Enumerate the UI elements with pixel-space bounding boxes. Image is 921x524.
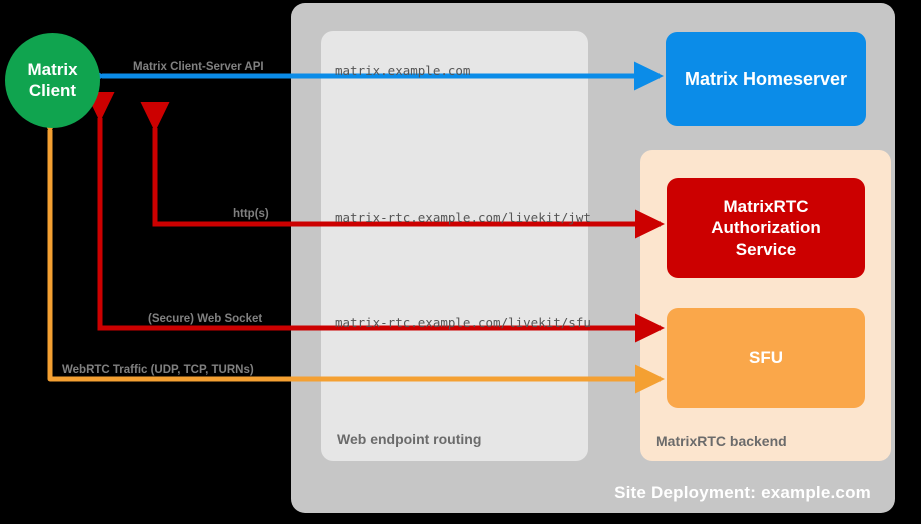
sfu-node[interactable]: SFU	[667, 308, 865, 408]
connection-label-secure-web-socket: (Secure) Web Socket	[148, 313, 263, 325]
connection-label-matrix-client-server-api: Matrix Client-Server API	[133, 61, 264, 73]
connection-label-webrtc-traffic: WebRTC Traffic (UDP, TCP, TURNs)	[62, 364, 254, 376]
matrix-client-node[interactable]: Matrix Client	[5, 33, 100, 128]
matrix-homeserver-label: Matrix Homeserver	[684, 68, 848, 89]
site-deployment-label: Site Deployment: example.com	[614, 483, 871, 502]
web-endpoint-routing-label: Web endpoint routing	[337, 431, 482, 447]
endpoint-url-livekit-jwt: matrix-rtc.example.com/livekit/jwt	[335, 210, 591, 225]
matrixrtc-backend-label: MatrixRTC backend	[656, 433, 787, 449]
matrix-homeserver-node[interactable]: Matrix Homeserver	[666, 32, 866, 126]
auth-label-line3: Service	[735, 239, 797, 259]
arrow-webrtc-traffic	[35, 104, 666, 394]
endpoint-url-livekit-sfu: matrix-rtc.example.com/livekit/sfu	[335, 315, 591, 330]
sfu-label: SFU	[749, 348, 783, 368]
auth-label-line2: Authorization	[711, 218, 821, 238]
auth-label-line1: MatrixRTC	[723, 197, 809, 217]
matrix-client-label-line2: Client	[28, 80, 77, 100]
matrix-client-label-line1: Matrix	[27, 60, 78, 80]
matrixrtc-authorization-service-node[interactable]: MatrixRTC Authorization Service	[667, 178, 865, 278]
endpoint-url-matrix: matrix.example.com	[335, 63, 471, 78]
connection-label-https: http(s)	[233, 208, 269, 220]
